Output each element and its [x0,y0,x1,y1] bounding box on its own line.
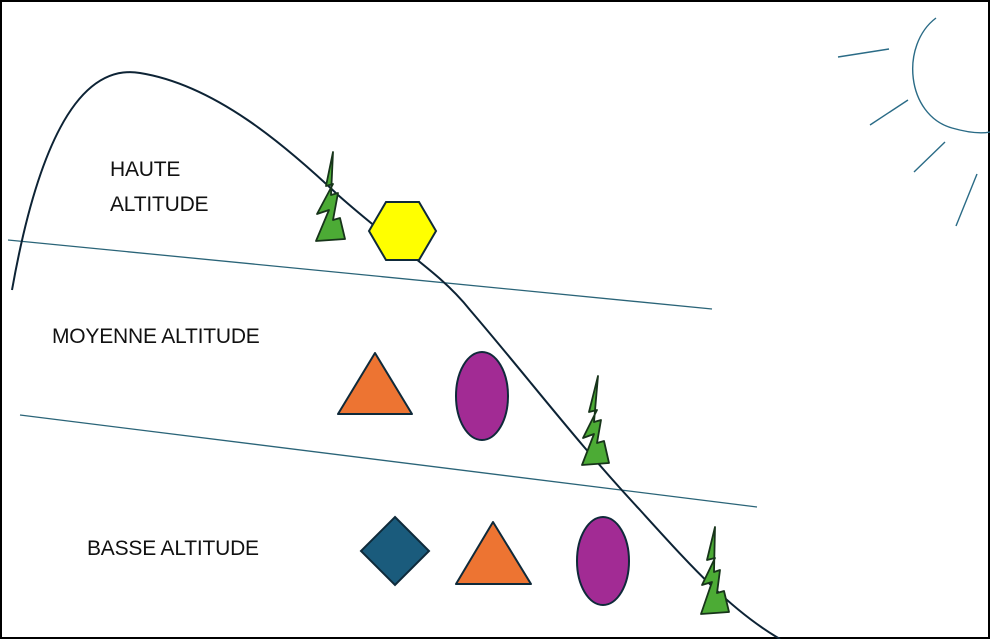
high-altitude-label: HAUTE ALTITUDE [110,152,209,222]
blue-diamond [359,515,431,587]
high-altitude-label-line2: ALTITUDE [110,193,209,216]
sun-ray [913,141,946,173]
yellow-hexagon [367,201,438,261]
sun-ray [869,99,909,126]
high-mid-separator [7,239,713,310]
low-altitude-label: BASSE ALTITUDE [87,531,259,566]
sun-ray [955,173,978,227]
pine-tree-icon [581,375,610,466]
pine-tree-icon [315,151,346,242]
mid-altitude-label-text: MOYENNE ALTITUDE [52,325,260,348]
sun-ray [837,48,890,58]
low-altitude-label-text: BASSE ALTITUDE [87,537,259,560]
purple-ellipse [455,351,509,441]
sun-arc [912,17,990,134]
mid-low-separator [19,414,758,508]
mid-altitude-label: MOYENNE ALTITUDE [52,319,260,354]
pine-tree-icon [700,526,730,615]
high-altitude-label-line1: HAUTE [110,158,181,181]
sun-icon [837,17,990,227]
purple-ellipse [576,516,630,606]
orange-triangle [337,352,413,415]
orange-triangle [455,521,532,585]
